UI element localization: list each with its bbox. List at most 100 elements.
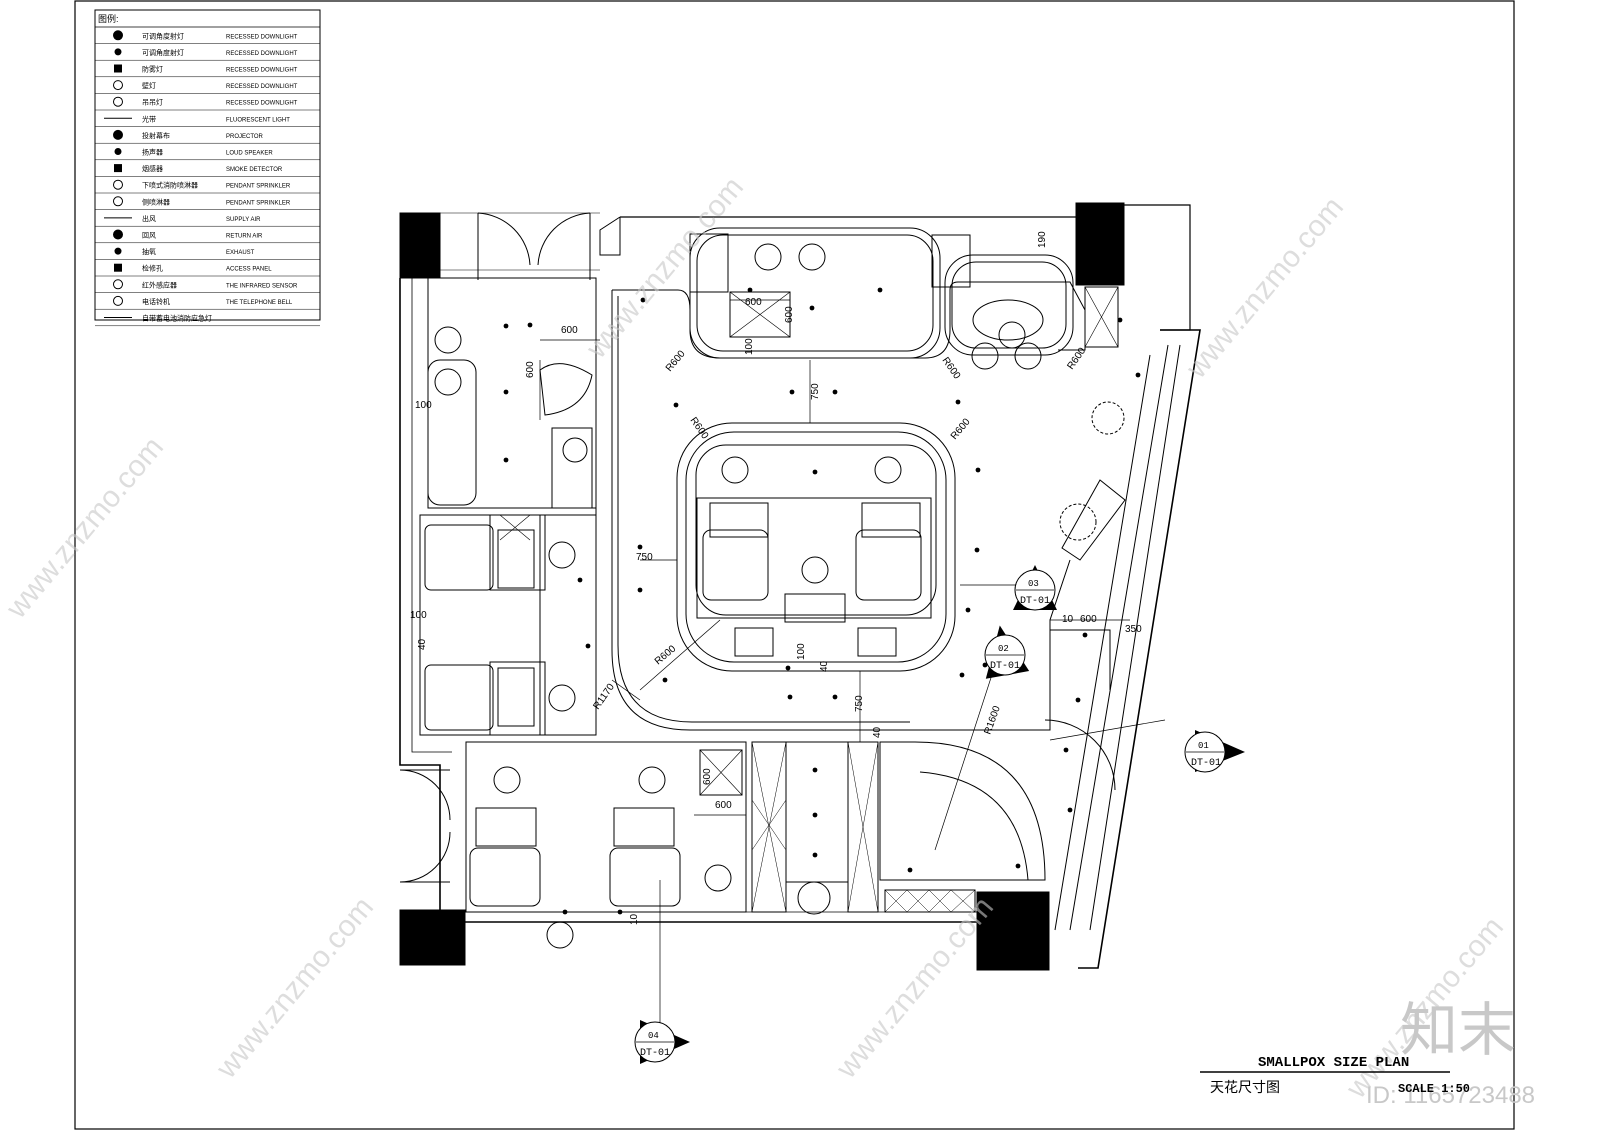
side-sprinkler-icon bbox=[113, 196, 123, 207]
legend-label-cn: 检修孔 bbox=[142, 264, 163, 273]
entrance-door bbox=[477, 212, 531, 280]
svg-text:知末: 知末 bbox=[1400, 998, 1516, 1063]
recessed-downlight bbox=[955, 399, 961, 405]
dim-label: 600 bbox=[715, 800, 732, 811]
dim-label: 600 bbox=[561, 325, 578, 336]
svg-text:www.znzmo.com: www.znzmo.com bbox=[209, 891, 380, 1085]
recessed-downlight bbox=[503, 457, 509, 463]
legend-label-en: THE TELEPHONE BELL bbox=[226, 300, 293, 306]
smoke-detector-icon bbox=[114, 164, 122, 173]
fixture-panel bbox=[1084, 286, 1119, 348]
wall-lamp-icon bbox=[113, 80, 123, 91]
legend-label-cn: 防雾灯 bbox=[142, 65, 163, 74]
svg-text:DT-01: DT-01 bbox=[990, 661, 1020, 672]
fixture-panel bbox=[931, 234, 971, 288]
wc-room bbox=[551, 427, 593, 509]
seat bbox=[424, 664, 494, 731]
sheet-border bbox=[74, 0, 1515, 1130]
light-fixtures bbox=[434, 243, 1042, 949]
meeting-ceiling-island-inner bbox=[685, 431, 947, 663]
legend-label-cn: 电话铃机 bbox=[142, 297, 170, 306]
dim-label: 600 bbox=[745, 297, 762, 308]
legend-label-cn: 吊吊灯 bbox=[142, 98, 163, 107]
recessed-downlight bbox=[1015, 863, 1021, 869]
dim-label: 350 bbox=[1125, 624, 1142, 635]
dim-label: 600 bbox=[1080, 614, 1097, 625]
shelf-unit-x bbox=[751, 741, 787, 913]
recessed-downlight bbox=[637, 587, 643, 593]
legend-label-en: RECESSED DOWNLIGHT bbox=[226, 51, 298, 57]
recessed-downlight bbox=[877, 287, 883, 293]
seat-back bbox=[497, 667, 535, 727]
shelf-unit-x bbox=[884, 889, 976, 913]
pendant-sprinkler-icon bbox=[113, 179, 123, 190]
plant bbox=[1059, 503, 1097, 541]
legend-label-cn: 烟感器 bbox=[142, 164, 163, 173]
legend-label-en: FLUORESCENT LIGHT bbox=[226, 117, 290, 123]
legend-label-cn: 光带 bbox=[142, 114, 156, 123]
legend-label-en: ACCESS PANEL bbox=[226, 267, 272, 273]
dim-label: 600 bbox=[784, 306, 795, 323]
corridor-ceiling bbox=[785, 741, 849, 883]
recessed-downlight bbox=[812, 767, 818, 773]
ceiling-recess-inner bbox=[696, 234, 934, 352]
legend-label-en: RETURN AIR bbox=[226, 234, 263, 240]
dim-label: 750 bbox=[810, 383, 821, 400]
basin bbox=[539, 363, 593, 416]
dim-label: 100 bbox=[415, 400, 432, 411]
room-wall bbox=[427, 277, 597, 509]
recessed-downlight bbox=[673, 402, 679, 408]
legend-label-cn: 投射幕布 bbox=[142, 131, 170, 140]
downlight-fixture bbox=[998, 321, 1026, 349]
svg-text:www.znzmo.com: www.znzmo.com bbox=[579, 171, 750, 365]
recessed-downlight bbox=[527, 322, 533, 328]
entrance-door bbox=[399, 831, 451, 883]
recessed-downlight bbox=[637, 544, 643, 550]
section-marker-04: 04 DT-01 bbox=[634, 1020, 690, 1064]
outer-wall bbox=[599, 216, 621, 256]
legend-label-cn: 抽氧 bbox=[142, 247, 156, 256]
downlight-fixture bbox=[754, 243, 782, 271]
legend-row: 电话铃机 THE TELEPHONE BELL bbox=[95, 295, 320, 310]
door-frame bbox=[440, 212, 600, 271]
ceiling-recess-inner bbox=[951, 261, 1067, 349]
recessed-downlight bbox=[662, 677, 668, 683]
legend-label-cn: 侧喷淋器 bbox=[142, 197, 170, 206]
round-fixture bbox=[972, 299, 1044, 341]
dim-label: R600 bbox=[940, 355, 963, 381]
legend-label-cn: 自带蓄电池消防应急灯 bbox=[142, 314, 212, 323]
svg-text:ID: 1165723488: ID: 1165723488 bbox=[1366, 1082, 1535, 1109]
structural-column bbox=[399, 212, 441, 279]
adjustable-downlight-dot-icon bbox=[114, 48, 122, 56]
recessed-downlight bbox=[503, 389, 509, 395]
fixture-panel bbox=[699, 749, 743, 796]
dim-label: 750 bbox=[636, 552, 653, 563]
seat-back bbox=[613, 807, 675, 847]
legend-label-en: RECESSED DOWNLIGHT bbox=[226, 34, 298, 40]
downlight-fixture bbox=[971, 342, 999, 370]
dim-label: 10 bbox=[629, 913, 640, 925]
title-block: SMALLPOX SIZE PLAN 天花尺寸图 SCALE 1:50 bbox=[1200, 1055, 1470, 1096]
recessed-downlight bbox=[809, 305, 815, 311]
reception-counter bbox=[1050, 629, 1111, 690]
legend-row: 检修孔 ACCESS PANEL bbox=[95, 263, 320, 277]
downlight-fixture bbox=[704, 864, 732, 892]
projector-screen-icon bbox=[113, 129, 123, 140]
legend-label-cn: 可调角度射灯 bbox=[142, 31, 184, 40]
outer-wall bbox=[1124, 204, 1191, 331]
shelf-unit-x bbox=[847, 741, 879, 913]
partition bbox=[499, 514, 531, 541]
pendant-lamp-icon bbox=[113, 96, 123, 107]
partition bbox=[489, 514, 546, 736]
facade-wall bbox=[1054, 354, 1151, 931]
built-in-cabinet bbox=[427, 359, 477, 506]
legend-label-en: RECESSED DOWNLIGHT bbox=[226, 84, 298, 90]
meeting-ceiling-island bbox=[676, 422, 956, 672]
facade-wall bbox=[1069, 344, 1169, 931]
recessed-downlight bbox=[974, 547, 980, 553]
recessed-downlight bbox=[1067, 807, 1073, 813]
structural-column bbox=[1075, 202, 1125, 286]
recessed-downlight bbox=[965, 607, 971, 613]
